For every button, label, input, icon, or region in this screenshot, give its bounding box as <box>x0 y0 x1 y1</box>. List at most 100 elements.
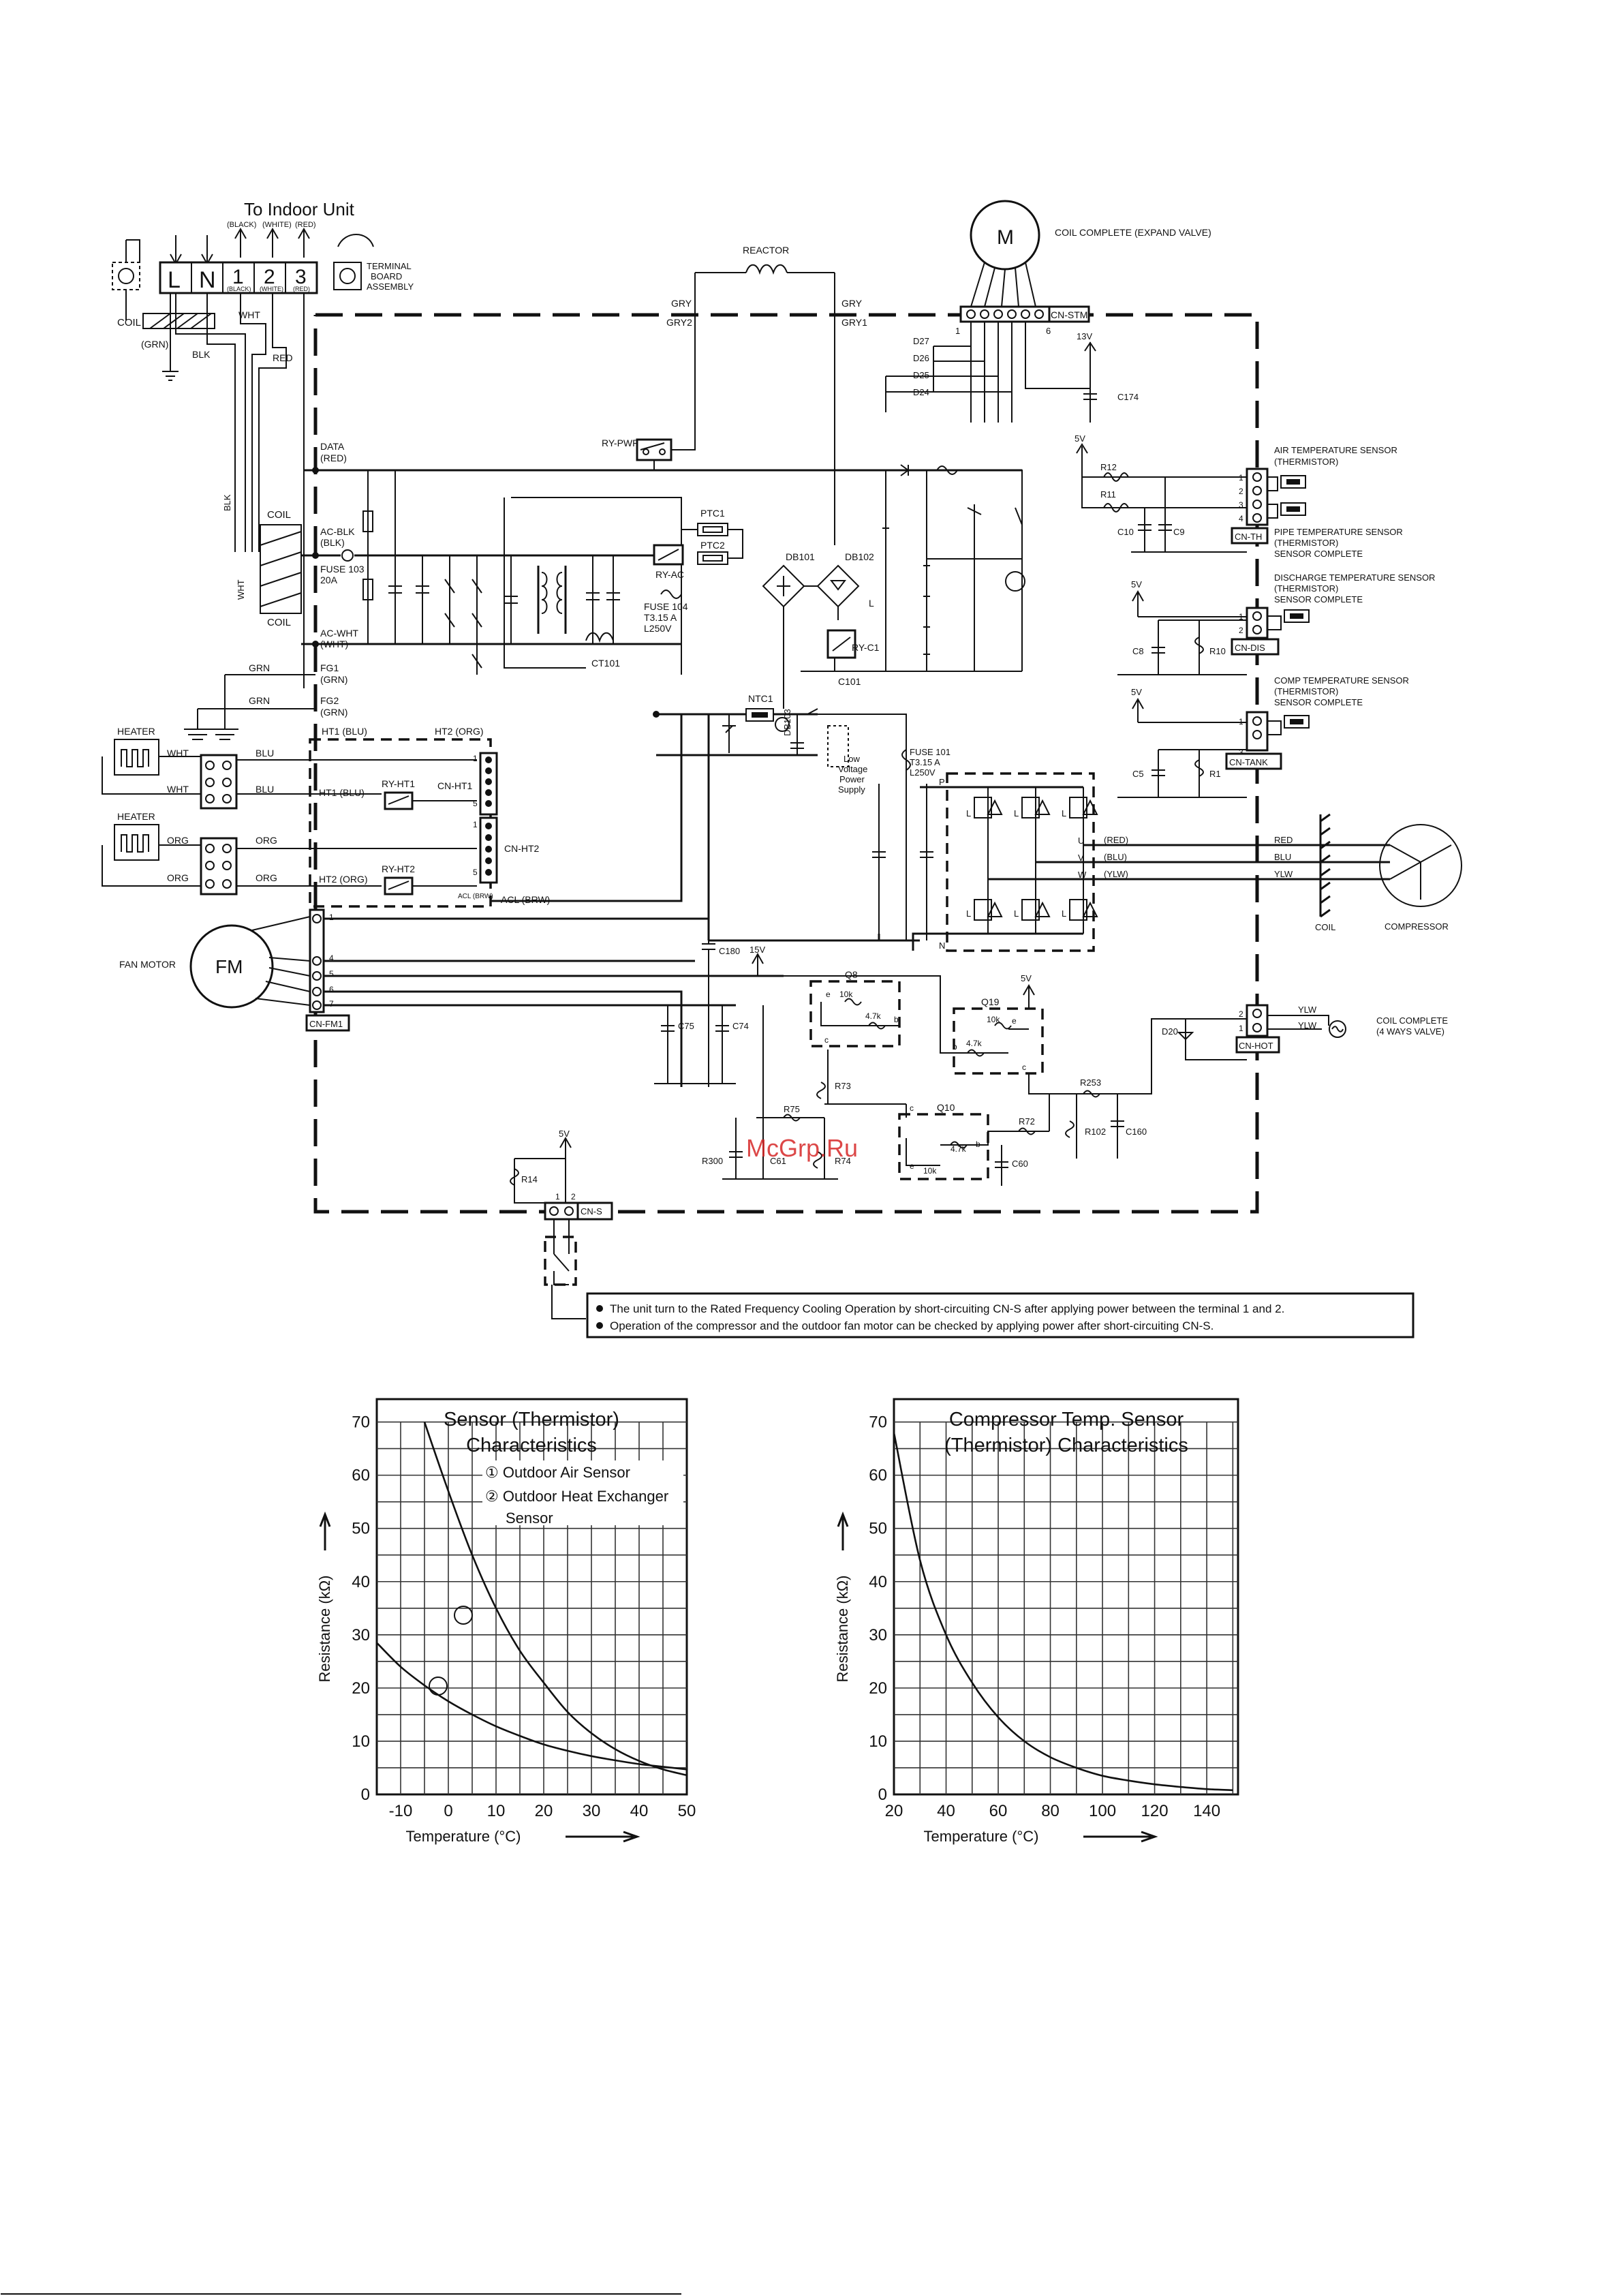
y-tick-label: 70 <box>352 1413 370 1432</box>
svg-text:(GRN): (GRN) <box>320 674 347 685</box>
svg-text:L250V: L250V <box>910 767 936 778</box>
svg-text:5V: 5V <box>559 1129 570 1139</box>
svg-text:R10: R10 <box>1209 646 1226 656</box>
y-tick-label: 70 <box>869 1413 887 1432</box>
svg-text:ORG: ORG <box>167 835 189 846</box>
arrow-up-icon <box>234 227 247 258</box>
svg-text:ACL (BRW): ACL (BRW) <box>501 894 550 905</box>
svg-text:1: 1 <box>1239 717 1243 726</box>
svg-text:5: 5 <box>329 969 334 979</box>
fuse-icon <box>341 549 354 562</box>
svg-text:BLU: BLU <box>256 784 274 795</box>
svg-text:(GRN): (GRN) <box>320 707 347 718</box>
svg-text:4.7k: 4.7k <box>950 1144 967 1154</box>
wire-color-white: (WHITE) <box>262 221 292 229</box>
svg-text:C9: C9 <box>1173 527 1185 537</box>
svg-text:1: 1 <box>1239 1024 1243 1033</box>
svg-text:10k: 10k <box>987 1015 1000 1024</box>
svg-text:FUSE 103: FUSE 103 <box>320 564 365 575</box>
chart1-legend-1: ① Outdoor Air Sensor <box>485 1464 630 1481</box>
x-tick-label: -10 <box>389 1802 413 1820</box>
svg-text:BOARD: BOARD <box>371 271 402 281</box>
svg-text:CN-DIS: CN-DIS <box>1235 643 1265 653</box>
svg-text:D25: D25 <box>913 370 929 380</box>
svg-text:COIL: COIL <box>267 617 291 628</box>
y-tick-label: 60 <box>352 1467 370 1485</box>
svg-text:GRY: GRY <box>841 298 863 309</box>
transistor-q19: Q19 5V e 10k 4.7k b c R253 R102 C160 <box>940 973 1247 1159</box>
svg-text:R300: R300 <box>702 1156 723 1166</box>
svg-text:5: 5 <box>473 799 478 808</box>
svg-text:c: c <box>1022 1062 1026 1072</box>
svg-text:GRN: GRN <box>249 695 270 706</box>
svg-text:1: 1 <box>1239 612 1243 622</box>
x-tick-label: 20 <box>535 1802 553 1820</box>
svg-text:1: 1 <box>473 820 478 829</box>
svg-text:BLK: BLK <box>192 349 211 360</box>
svg-text:CT101: CT101 <box>591 658 620 669</box>
svg-text:Q10: Q10 <box>937 1102 955 1113</box>
svg-text:HT2 (ORG): HT2 (ORG) <box>435 726 484 737</box>
y-tick-label: 50 <box>869 1520 887 1538</box>
x-tick-label: 20 <box>885 1802 903 1820</box>
bridge-rectifiers: DB101 DB102 L RY-C1 C101 <box>762 470 1025 709</box>
svg-text:4: 4 <box>1239 514 1243 523</box>
svg-text:BLU: BLU <box>256 748 274 759</box>
y-tick-label: 20 <box>352 1679 370 1698</box>
y-tick-label: 10 <box>352 1732 370 1751</box>
wire-color-black: (BLACK) <box>227 221 256 229</box>
inverter: P N L L L L L L U V W (RED) (BLU) (YLW) … <box>709 772 1462 952</box>
svg-text:R253: R253 <box>1080 1077 1101 1088</box>
svg-text:C180: C180 <box>719 946 740 956</box>
svg-text:L: L <box>1014 908 1019 919</box>
notes-box: The unit turn to the Rated Frequency Coo… <box>586 1292 1415 1338</box>
y-tick-label: 0 <box>361 1786 370 1804</box>
svg-text:SENSOR COMPLETE: SENSOR COMPLETE <box>1274 594 1363 604</box>
expand-valve-motor: M COIL COMPLETE (EXPAND VALVE) CN-STM 1 … <box>885 200 1211 423</box>
svg-text:FAN MOTOR: FAN MOTOR <box>119 959 176 970</box>
line-coil: COIL COIL <box>260 509 302 628</box>
x-tick-label: 120 <box>1141 1802 1169 1820</box>
chart1-title-line1: Sensor (Thermistor) <box>444 1409 619 1430</box>
x-tick-label: 60 <box>989 1802 1008 1820</box>
svg-text:PIPE TEMPERATURE SENSOR: PIPE TEMPERATURE SENSOR <box>1274 527 1403 537</box>
chart2-ylabel: Resistance (kΩ) <box>834 1575 851 1682</box>
svg-text:1: 1 <box>1239 473 1243 483</box>
svg-text:c: c <box>824 1035 829 1045</box>
svg-text:(THERMISTOR): (THERMISTOR) <box>1274 538 1338 548</box>
relay-ry-pwr: RY-PWR <box>602 438 673 470</box>
svg-text:6: 6 <box>329 985 334 994</box>
svg-text:4.7k: 4.7k <box>966 1039 983 1048</box>
x-tick-label: 80 <box>1041 1802 1060 1820</box>
svg-text:Voltage: Voltage <box>838 764 867 774</box>
svg-text:7: 7 <box>329 999 334 1009</box>
svg-text:HEATER: HEATER <box>117 811 155 822</box>
svg-text:CN-HT2: CN-HT2 <box>504 843 540 854</box>
svg-text:TERMINAL: TERMINAL <box>367 261 412 271</box>
svg-text:D26: D26 <box>913 353 929 363</box>
svg-text:2: 2 <box>571 1192 576 1201</box>
terminal-board <box>159 261 318 294</box>
svg-text:T3.15 A: T3.15 A <box>910 757 940 767</box>
svg-text:RED: RED <box>273 352 293 363</box>
svg-text:2: 2 <box>1239 1009 1243 1019</box>
arrow-down-icon <box>170 235 182 266</box>
ground-icon <box>162 293 179 381</box>
svg-text:(RED): (RED) <box>1104 835 1128 845</box>
svg-text:The unit turn to the Rated Fre: The unit turn to the Rated Frequency Coo… <box>610 1302 1284 1315</box>
svg-text:RED: RED <box>1274 835 1293 845</box>
svg-text:YLW: YLW <box>1274 869 1293 879</box>
y-tick-label: 60 <box>869 1467 887 1485</box>
svg-text:V: V <box>1078 853 1084 863</box>
board-left-labels: DATA (RED) AC-BLK (BLK) FUSE 103 20A AC-… <box>184 441 365 740</box>
svg-text:FUSE 104: FUSE 104 <box>644 601 688 612</box>
chart2-title-line1: Compressor Temp. Sensor <box>949 1409 1184 1430</box>
svg-text:10k: 10k <box>839 990 853 999</box>
svg-text:N: N <box>939 940 945 951</box>
ptc-group: PTC1 PTC2 RY-AC FUSE 104 T3.15 A L250V <box>644 508 743 634</box>
svg-text:1: 1 <box>955 326 960 336</box>
svg-text:YLW: YLW <box>1298 1005 1317 1015</box>
svg-text:b: b <box>894 1015 899 1024</box>
svg-text:REACTOR: REACTOR <box>743 245 789 256</box>
